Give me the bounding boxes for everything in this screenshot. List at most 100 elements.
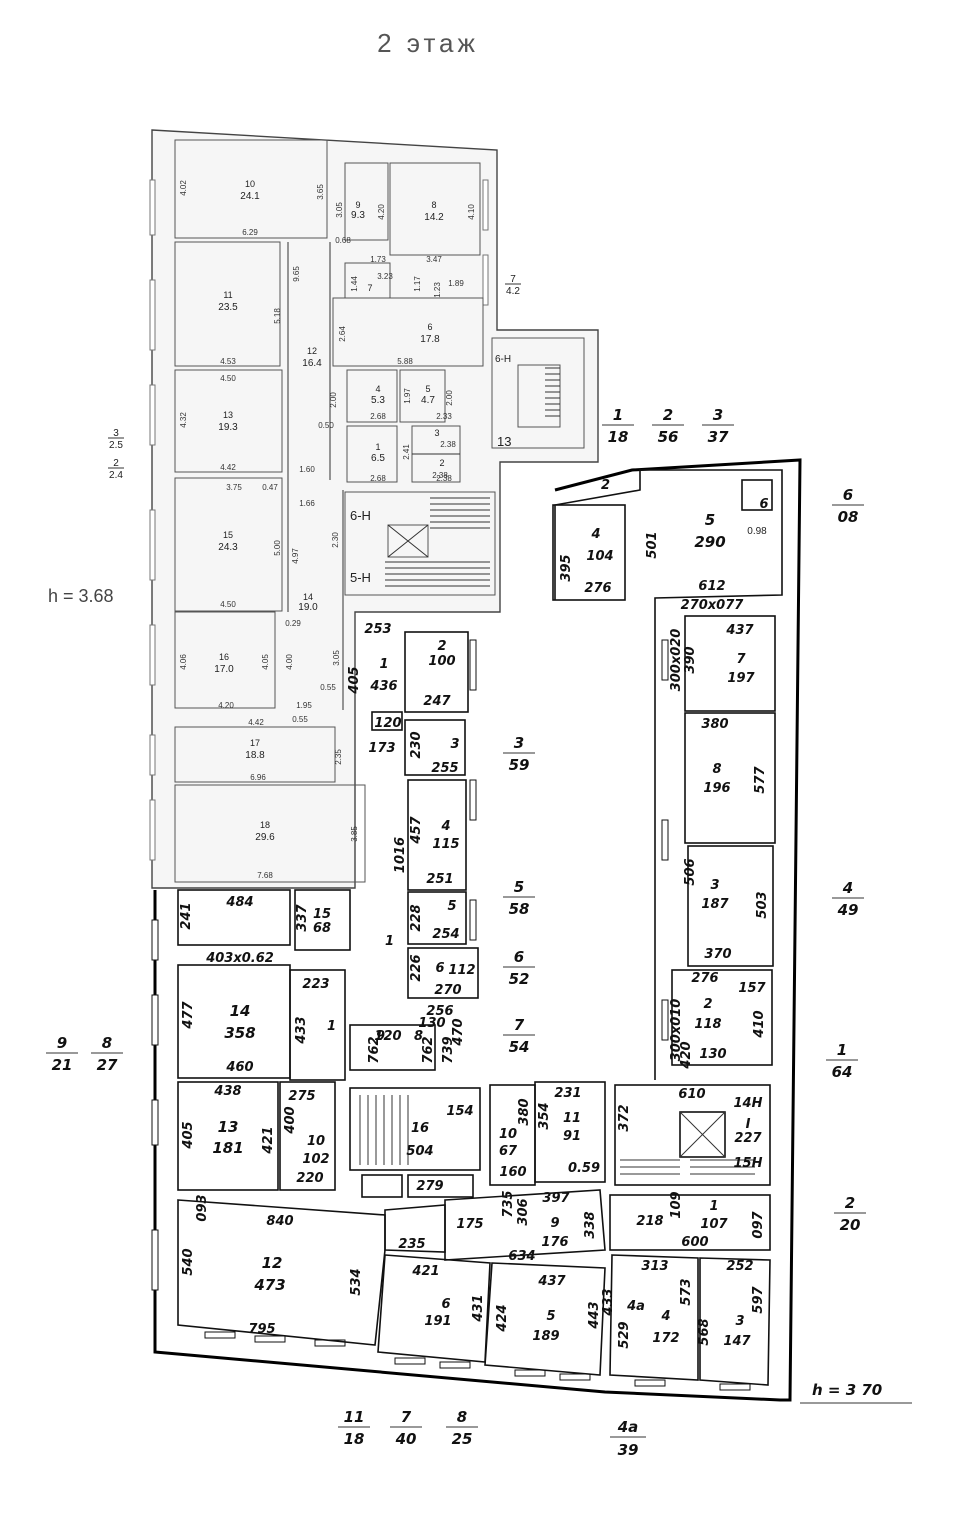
svg-text:23.5: 23.5	[218, 302, 238, 313]
svg-text:11: 11	[563, 1111, 581, 1126]
svg-text:12: 12	[307, 346, 317, 356]
svg-text:9: 9	[355, 200, 360, 210]
svg-text:0.50: 0.50	[318, 421, 334, 430]
svg-text:4.02: 4.02	[179, 180, 188, 196]
svg-text:67: 67	[499, 1144, 518, 1159]
fraction-labels: 1 18 2 56 3 37 6 08 4 49 1 64 2 20 3 59 …	[46, 406, 866, 1459]
room-u18	[174, 784, 366, 883]
svg-text:3: 3	[113, 428, 119, 439]
floor-title: 2 этаж	[377, 28, 479, 58]
svg-text:102: 102	[302, 1152, 329, 1167]
upper-dimensions: 4.02 6.29 3.65 0.68 3.05 4.20 4.10 1.73 …	[179, 180, 476, 880]
svg-text:1.73: 1.73	[370, 255, 386, 264]
svg-text:534: 534	[349, 1268, 364, 1295]
svg-text:24.1: 24.1	[240, 191, 260, 202]
svg-text:29.6: 29.6	[255, 832, 275, 843]
svg-text:147: 147	[723, 1334, 751, 1349]
room-l2	[404, 631, 469, 713]
svg-text:4.10: 4.10	[467, 204, 476, 220]
svg-text:739: 739	[441, 1036, 456, 1063]
svg-text:1.23: 1.23	[433, 282, 442, 298]
svg-text:13: 13	[223, 410, 233, 420]
svg-text:2.41: 2.41	[402, 444, 411, 460]
svg-text:241: 241	[179, 902, 194, 929]
svg-text:5: 5	[425, 384, 430, 394]
room-u9	[344, 162, 389, 241]
svg-text:421: 421	[261, 1126, 276, 1154]
svg-text:5: 5	[514, 878, 524, 896]
svg-text:6: 6	[427, 322, 432, 332]
svg-text:231: 231	[554, 1086, 581, 1101]
svg-text:4: 4	[660, 1309, 670, 1324]
svg-text:1.44: 1.44	[350, 276, 359, 292]
svg-text:380: 380	[701, 717, 728, 732]
svg-text:2.00: 2.00	[445, 390, 454, 406]
svg-text:4.20: 4.20	[218, 701, 234, 710]
lower-stair-left	[349, 1024, 481, 1198]
svg-text:8: 8	[102, 1034, 112, 1052]
svg-text:107: 107	[700, 1217, 728, 1232]
room-l6	[407, 947, 479, 999]
svg-text:12: 12	[262, 1254, 283, 1272]
svg-text:2.30: 2.30	[331, 532, 340, 548]
svg-text:2.64: 2.64	[338, 326, 347, 342]
svg-text:610: 610	[678, 1087, 705, 1102]
svg-text:130: 130	[699, 1047, 726, 1062]
svg-text:16: 16	[219, 652, 229, 662]
svg-text:5: 5	[546, 1309, 555, 1324]
svg-text:4.05: 4.05	[261, 654, 270, 670]
svg-text:3: 3	[434, 428, 439, 438]
svg-text:230: 230	[409, 731, 424, 758]
svg-text:390: 390	[683, 646, 698, 673]
svg-text:421: 421	[411, 1264, 439, 1279]
svg-text:15: 15	[223, 530, 233, 540]
svg-text:270x077: 270x077	[681, 598, 745, 613]
svg-text:484: 484	[225, 895, 253, 910]
svg-text:91: 91	[563, 1129, 581, 1144]
svg-text:437: 437	[725, 623, 754, 638]
lower-stair-right	[614, 1084, 771, 1186]
svg-text:3: 3	[735, 1314, 744, 1329]
svg-text:506: 506	[683, 858, 698, 885]
svg-text:228: 228	[409, 904, 424, 931]
svg-text:529: 529	[617, 1321, 632, 1348]
svg-text:6: 6	[514, 948, 524, 966]
svg-text:9: 9	[376, 1029, 385, 1044]
svg-text:196: 196	[703, 781, 730, 796]
svg-text:1.17: 1.17	[413, 276, 422, 292]
room-b3	[699, 1257, 771, 1386]
room-u13	[174, 369, 283, 473]
svg-text:354: 354	[537, 1102, 552, 1129]
svg-text:16.4: 16.4	[302, 358, 322, 369]
svg-text:8: 8	[712, 762, 721, 777]
svg-text:4а: 4а	[626, 1299, 645, 1314]
svg-text:436: 436	[369, 679, 397, 694]
svg-text:457: 457	[409, 815, 424, 844]
svg-text:2.33: 2.33	[436, 412, 452, 421]
svg-text:1016: 1016	[393, 837, 408, 873]
svg-text:0.59: 0.59	[568, 1161, 600, 1176]
svg-text:1.89: 1.89	[448, 279, 464, 288]
room-b1	[609, 1194, 771, 1251]
svg-text:4: 4	[375, 384, 380, 394]
svg-text:762: 762	[421, 1036, 436, 1063]
svg-text:5.00: 5.00	[273, 540, 282, 556]
svg-text:568: 568	[697, 1318, 712, 1345]
svg-text:540: 540	[181, 1248, 196, 1275]
svg-text:9: 9	[57, 1034, 67, 1052]
svg-text:8: 8	[431, 200, 436, 210]
svg-text:14: 14	[303, 592, 313, 602]
svg-text:093: 093	[195, 1194, 210, 1221]
svg-text:4.32: 4.32	[179, 412, 188, 428]
svg-text:2.38: 2.38	[436, 474, 452, 483]
svg-text:39: 39	[618, 1441, 639, 1459]
svg-text:14Н: 14Н	[734, 1096, 763, 1111]
svg-text:573: 573	[679, 1278, 694, 1305]
svg-text:2.5: 2.5	[109, 440, 123, 451]
svg-text:3.05: 3.05	[332, 650, 341, 666]
svg-text:3: 3	[514, 734, 524, 752]
svg-text:4.53: 4.53	[220, 357, 236, 366]
svg-text:7: 7	[367, 283, 372, 293]
svg-text:191: 191	[424, 1314, 451, 1329]
svg-text:433: 433	[294, 1016, 309, 1044]
